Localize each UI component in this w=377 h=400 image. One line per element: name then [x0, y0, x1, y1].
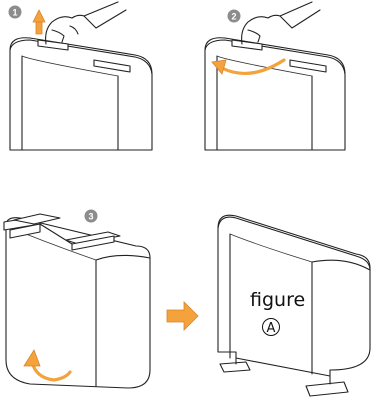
- figure-label: figure: [250, 289, 305, 311]
- foot-right: [65, 231, 121, 245]
- rotate-arrow-icon: [23, 349, 72, 382]
- handle-right: [93, 59, 131, 73]
- handle-left: [231, 39, 263, 51]
- svg-text:A: A: [267, 321, 276, 336]
- svg-text:2: 2: [231, 11, 236, 21]
- rotate-arrow-icon: [211, 58, 286, 75]
- up-arrow-icon: [32, 9, 46, 35]
- foot-left-base: [9, 223, 41, 239]
- panel-figure-a: figure A: [217, 214, 371, 397]
- step-badge-3: 3: [84, 209, 98, 223]
- panel-step-2: 2: [204, 1, 346, 151]
- step-badge-1: 1: [8, 5, 22, 19]
- figure-letter-badge: A: [262, 318, 280, 336]
- svg-text:1: 1: [12, 7, 17, 17]
- panel-step-1: 1: [8, 1, 153, 151]
- handle-right: [289, 59, 327, 73]
- hand-outline: [241, 1, 313, 45]
- next-arrow-icon: [166, 301, 199, 331]
- foot-right: [305, 381, 349, 397]
- foot-left: [219, 361, 251, 373]
- step-badge-2: 2: [227, 9, 241, 23]
- panel-step-3: 3: [3, 209, 151, 389]
- hand-outline: [45, 1, 119, 45]
- svg-text:3: 3: [88, 211, 93, 221]
